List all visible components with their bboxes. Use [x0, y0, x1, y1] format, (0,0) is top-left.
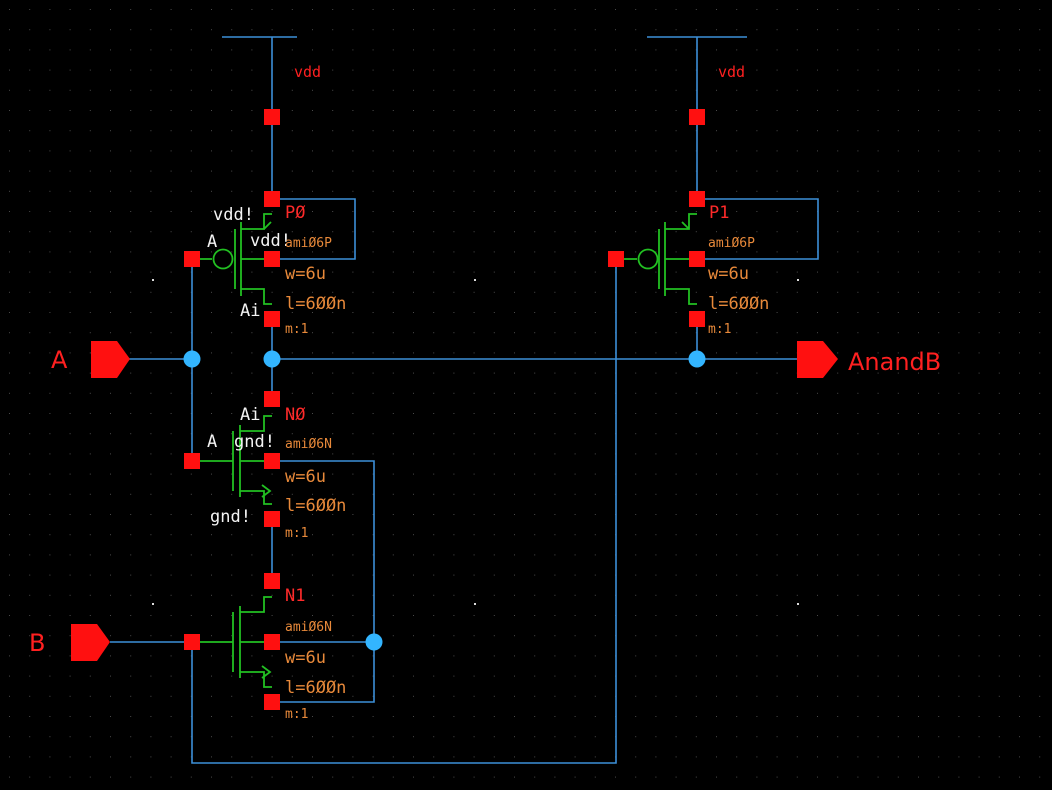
- pin-vdd-right[interactable]: [689, 109, 705, 125]
- n0-width: w=6u: [285, 467, 326, 487]
- pin-n0-source[interactable]: [264, 511, 280, 527]
- pin-p1-gate[interactable]: [608, 251, 624, 267]
- pin-n0-bulk[interactable]: [264, 453, 280, 469]
- pin-n0-gate[interactable]: [184, 453, 200, 469]
- n0-labels: Ai A gnd! gnd! NØ amiØ6N w=6u l=6ØØn m:1: [207, 405, 346, 541]
- p1-multiplier: m:1: [708, 322, 731, 337]
- p1-gate-bubble-icon: [637, 248, 659, 270]
- wire-nmos-bulk-loop[interactable]: [272, 460, 375, 703]
- p0-source-pin-label: vdd!: [250, 231, 291, 251]
- p1-symbol: [616, 213, 697, 305]
- p1-labels: P1 amiØ6P w=6u l=6ØØn m:1: [708, 203, 769, 337]
- pin-p1-bulk[interactable]: [689, 251, 705, 267]
- p0-length: l=6ØØn: [285, 294, 346, 314]
- input-port-b-label: B: [29, 629, 45, 657]
- pin-p0-drain[interactable]: [264, 311, 280, 327]
- n1-model: amiØ6N: [285, 620, 332, 635]
- transistor-p1[interactable]: [616, 213, 697, 305]
- pin-p0-bulk[interactable]: [264, 251, 280, 267]
- pin-n1-gate[interactable]: [184, 634, 200, 650]
- n1-multiplier: m:1: [285, 707, 308, 722]
- wire-p1-bulk-loop[interactable]: [697, 198, 819, 260]
- transistor-n1[interactable]: [192, 596, 272, 688]
- junction-input-a: [183, 350, 201, 368]
- junctions: [183, 350, 706, 651]
- p0-bulk-pin-label: vdd!: [213, 205, 254, 225]
- input-port-b-icon[interactable]: [71, 624, 110, 661]
- p1-length: l=6ØØn: [708, 294, 769, 314]
- pin-vdd-left[interactable]: [264, 109, 280, 125]
- transistor-p0[interactable]: [192, 213, 272, 305]
- pin-p0-gate[interactable]: [184, 251, 200, 267]
- input-port-a-icon[interactable]: [91, 341, 130, 378]
- n1-labels: N1 amiØ6N w=6u l=6ØØn m:1: [285, 586, 346, 722]
- p0-multiplier: m:1: [285, 322, 308, 337]
- pin-n1-bulk[interactable]: [264, 634, 280, 650]
- junction-ai-right: [688, 350, 706, 368]
- n0-bulk-pin-label: gnd!: [234, 432, 275, 452]
- net-label-vdd-left: vdd: [294, 63, 321, 81]
- p1-width: w=6u: [708, 264, 749, 284]
- n0-gate-pin-label: A: [207, 432, 217, 452]
- output-port-anandb-label: AnandB: [848, 348, 941, 376]
- p0-model: amiØ6P: [285, 236, 332, 251]
- n0-multiplier: m:1: [285, 526, 308, 541]
- p0-width: w=6u: [285, 264, 326, 284]
- pin-p1-source[interactable]: [689, 191, 705, 207]
- net-label-vdd-right: vdd: [718, 63, 745, 81]
- wire-p0-bulk-loop[interactable]: [272, 198, 356, 260]
- n1-symbol: [192, 596, 272, 688]
- n0-drain-pin-label: Ai: [240, 405, 260, 425]
- junction-ai-left: [263, 350, 281, 368]
- n0-instance-name: NØ: [285, 405, 305, 425]
- pin-p1-drain[interactable]: [689, 311, 705, 327]
- p0-symbol: [192, 213, 272, 305]
- output-port-anandb-icon[interactable]: [797, 341, 838, 378]
- junction-nmos-bulk: [365, 633, 383, 651]
- n0-source-pin-label: gnd!: [210, 507, 251, 527]
- transistor-n0[interactable]: [192, 415, 272, 505]
- n1-instance-name: N1: [285, 586, 305, 606]
- pin-p0-source[interactable]: [264, 191, 280, 207]
- n0-length: l=6ØØn: [285, 496, 346, 516]
- p0-gate-bubble-icon: [212, 248, 234, 270]
- input-port-a-label: A: [51, 346, 68, 374]
- p1-model: amiØ6P: [708, 236, 755, 251]
- n0-model: amiØ6N: [285, 437, 332, 452]
- device-pins: [184, 109, 705, 710]
- pin-n0-drain[interactable]: [264, 391, 280, 407]
- snap-grid: [9, 9, 1041, 778]
- wire-input-b-net[interactable]: [110, 259, 617, 764]
- n1-width: w=6u: [285, 648, 326, 668]
- ports: A B AnandB: [29, 341, 941, 661]
- pin-n1-source[interactable]: [264, 694, 280, 710]
- n0-symbol: [192, 415, 272, 505]
- pin-n1-drain[interactable]: [264, 573, 280, 589]
- p0-gate-pin-label: A: [207, 232, 217, 252]
- p1-instance-name: P1: [709, 203, 729, 223]
- p0-instance-name: PØ: [285, 203, 305, 223]
- p0-drain-pin-label: Ai: [240, 301, 260, 321]
- p0-labels: vdd! A vdd! Ai PØ amiØ6P w=6u l=6ØØn m:1: [207, 203, 346, 337]
- n1-length: l=6ØØn: [285, 678, 346, 698]
